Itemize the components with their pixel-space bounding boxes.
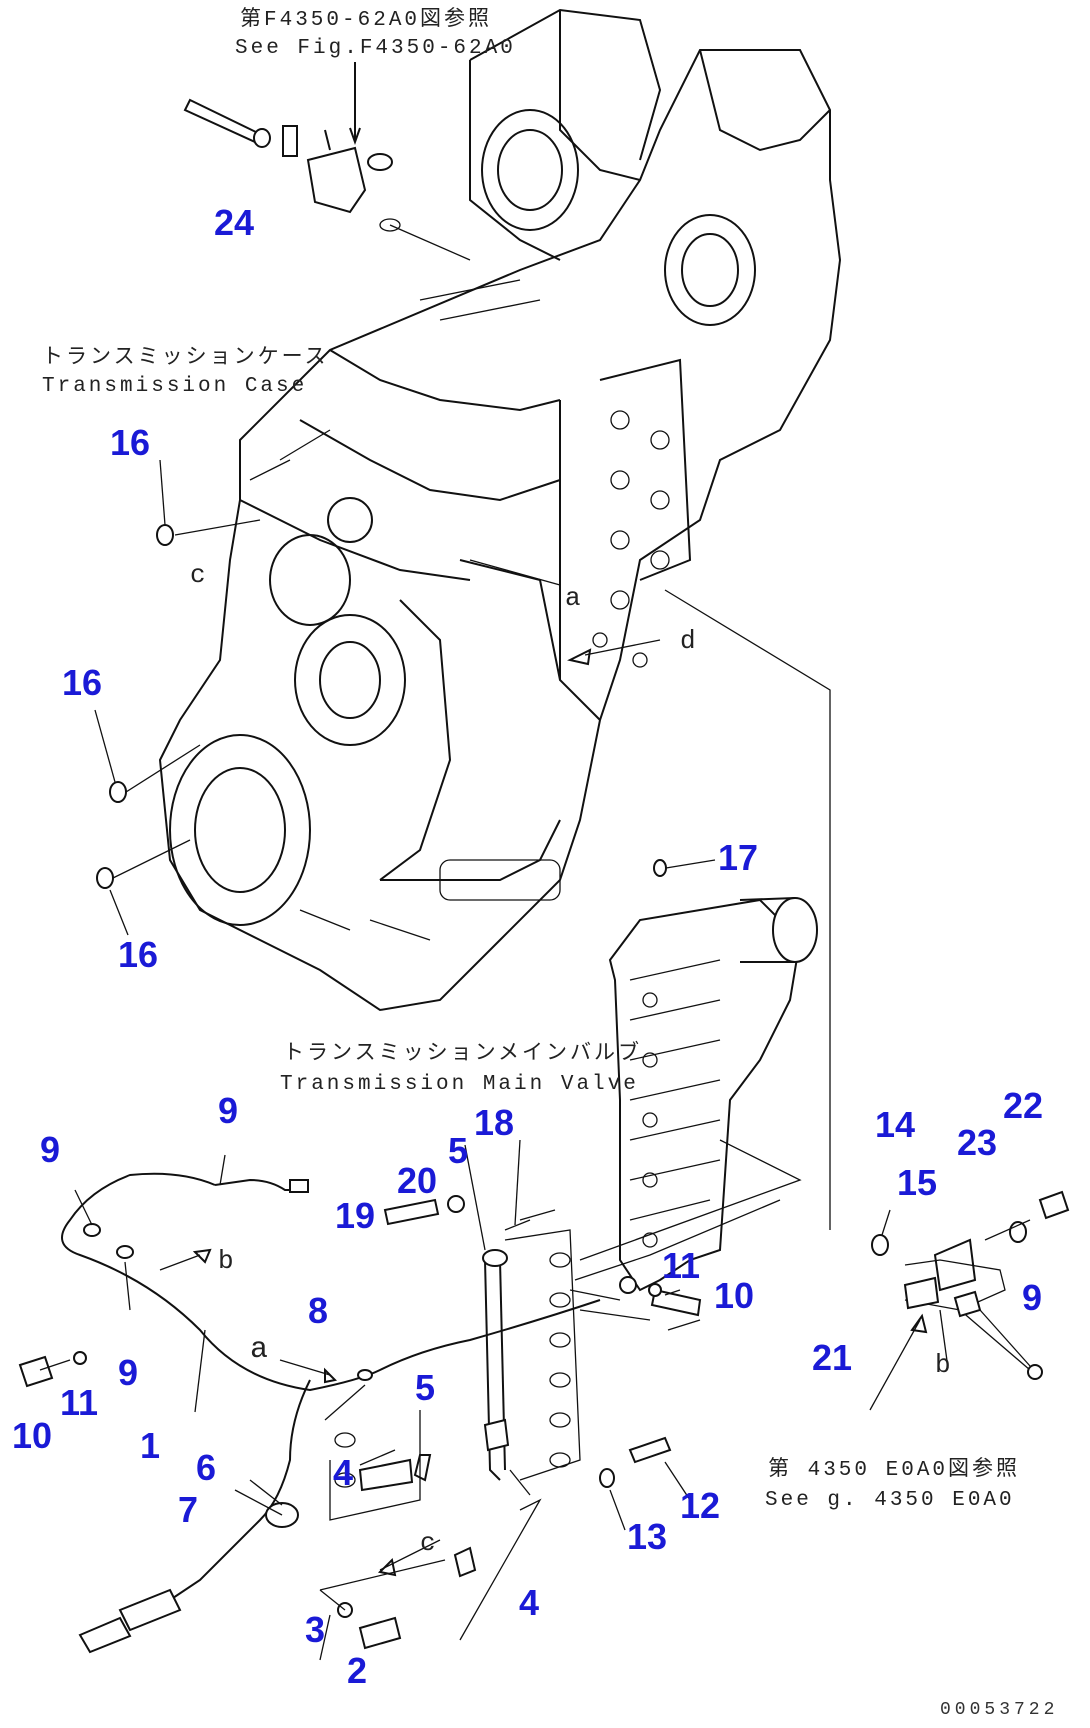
- callout-20: 20: [397, 1160, 438, 1201]
- main-valve-drawing: [579, 859, 818, 1292]
- callout-12: 12: [680, 1485, 721, 1526]
- callout-16-upper: 16: [110, 422, 151, 463]
- transmission-case-drawing: [158, 8, 842, 1012]
- case-arrows: [469, 559, 831, 1230]
- callout-23: 23: [957, 1122, 998, 1163]
- callout-19: 19: [335, 1195, 376, 1236]
- plugs-16-drawing: [94, 459, 261, 936]
- arrow-letter-d-right: d: [680, 626, 699, 656]
- case-label-jp: トランスミッションケース: [42, 347, 329, 370]
- callout-17: 17: [718, 837, 759, 878]
- sensor-24-drawing: [183, 62, 471, 261]
- callout-2: 2: [347, 1650, 368, 1691]
- callout-5-lower: 5: [415, 1367, 436, 1408]
- callout-5-upper: 5: [448, 1130, 469, 1171]
- callout-4-lower: 4: [519, 1582, 540, 1623]
- callout-22: 22: [1003, 1085, 1044, 1126]
- callout-14: 14: [875, 1104, 916, 1145]
- case-label-en: Transmission Case: [42, 375, 308, 398]
- brackets-drawing: [319, 1195, 781, 1650]
- callout-11-right: 11: [662, 1245, 701, 1286]
- callout-7: 7: [178, 1489, 199, 1530]
- valve-label-en: Transmission Main Valve: [280, 1073, 639, 1096]
- reference-top-jp: 第F4350-62A0図参照: [240, 9, 493, 32]
- callout-15: 15: [897, 1162, 938, 1203]
- right-assembly-drawing: [869, 1190, 1070, 1411]
- reference-top-en: See Fig.F4350-62A0: [235, 37, 516, 60]
- arrow-letter-c-lower: c: [420, 1528, 439, 1558]
- callout-9-left: 9: [40, 1129, 61, 1170]
- arrow-letter-a-case: a: [565, 583, 584, 613]
- valve-label-jp: トランスミッションメインバルブ: [283, 1043, 642, 1066]
- callout-4-left: 4: [333, 1452, 354, 1493]
- callout-9-lower: 9: [118, 1352, 139, 1393]
- callout-16-lower: 16: [118, 934, 159, 975]
- reference-right-en: See g. 4350 E0A0: [765, 1489, 1015, 1512]
- callout-24: 24: [214, 202, 255, 243]
- callout-13: 13: [627, 1516, 668, 1557]
- callout-10-left: 10: [12, 1415, 53, 1456]
- arrow-letter-a-harness: a: [250, 1333, 272, 1367]
- callout-1: 1: [140, 1425, 161, 1466]
- callout-8: 8: [308, 1290, 329, 1331]
- callout-18: 18: [474, 1102, 515, 1143]
- reference-right-jp: 第 4350 E0A0図参照: [768, 1459, 1021, 1482]
- arrow-letter-b-left: b: [218, 1246, 237, 1276]
- callout-21: 21: [812, 1337, 853, 1378]
- callout-11-left: 11: [60, 1382, 99, 1423]
- wiring-harness-drawing: [18, 1172, 601, 1654]
- drawing-code: 00053722: [940, 1700, 1059, 1720]
- callout-16-middle: 16: [62, 662, 103, 703]
- leader-lines: [74, 1139, 701, 1661]
- callout-9-right: 9: [1022, 1277, 1043, 1318]
- callout-6: 6: [196, 1447, 217, 1488]
- callout-9-top: 9: [218, 1090, 239, 1131]
- callout-10-right: 10: [714, 1275, 755, 1316]
- callout-3: 3: [305, 1609, 326, 1650]
- arrow-letter-b-right: b: [935, 1350, 954, 1380]
- arrow-letter-c-upper: c: [190, 560, 209, 590]
